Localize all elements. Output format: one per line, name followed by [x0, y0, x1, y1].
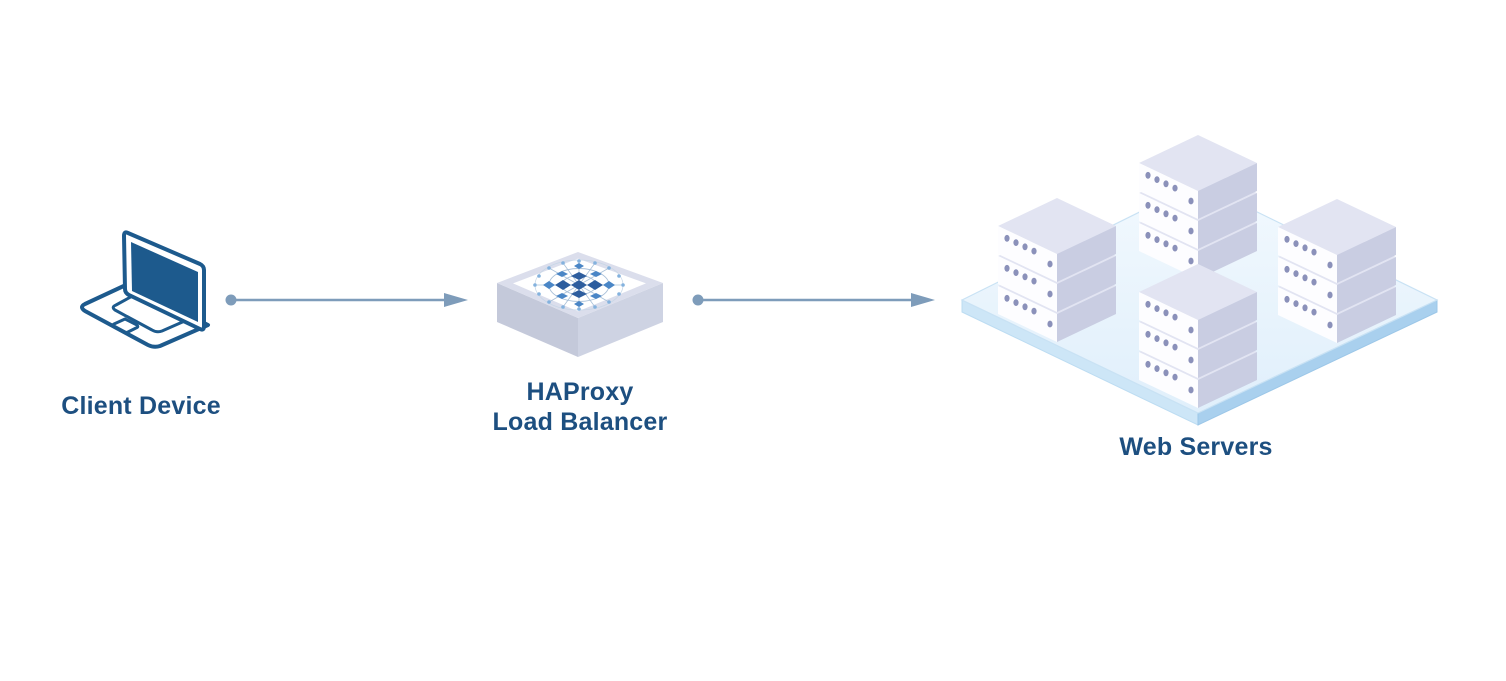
server-stack-left — [998, 198, 1116, 342]
connection-arrow-haproxy-to-servers — [689, 288, 941, 312]
server-stack-back — [1139, 135, 1257, 279]
load-balancer-box-icon — [497, 252, 663, 357]
server-stack-front — [1139, 264, 1257, 408]
server-cluster-icon — [960, 120, 1439, 426]
server-stack-right — [1278, 199, 1396, 343]
arrow-icon — [692, 293, 935, 307]
haproxy-label-line1: HAProxy — [526, 378, 634, 406]
haproxy-label: HAProxy Load Balancer — [470, 377, 690, 437]
haproxy-logo-icon — [533, 259, 625, 311]
web-servers-label: Web Servers — [1119, 433, 1273, 461]
client-device-label: Client Device — [61, 392, 221, 420]
client-device-node — [70, 215, 240, 355]
connection-arrow-client-to-haproxy — [222, 288, 474, 312]
haproxy-label-line2: Load Balancer — [492, 408, 668, 436]
web-servers-node — [950, 120, 1450, 430]
arrow-icon — [225, 293, 468, 307]
laptop-icon — [80, 230, 210, 349]
haproxy-node — [480, 235, 680, 365]
